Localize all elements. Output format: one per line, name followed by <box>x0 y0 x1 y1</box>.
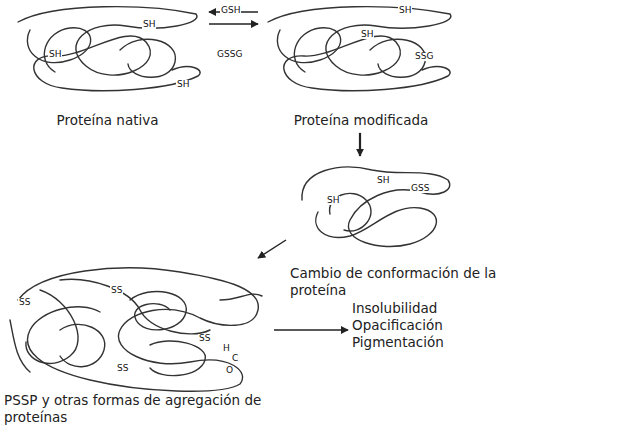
changed-protein-chain <box>302 167 450 246</box>
group-label: SH <box>326 196 340 205</box>
stage-caption: Opacificación <box>352 317 482 334</box>
group-label: SH <box>376 176 390 185</box>
group-label: SH <box>398 6 412 15</box>
stage-caption: Insolubilidad <box>352 300 482 317</box>
stage-caption: Proteína nativa <box>10 112 205 129</box>
stage-caption: Cambio de conformación de la proteína <box>290 265 540 299</box>
aggregate-chain <box>26 279 210 363</box>
protein-stage: InsolubilidadOpacificaciónPigmentación <box>352 300 482 351</box>
group-label: SH <box>48 50 62 59</box>
group-label: SH <box>176 80 190 89</box>
protein-stage: Cambio de conformación de la proteína <box>290 160 630 299</box>
native-protein-loop <box>27 28 90 72</box>
reaction-arrow <box>274 330 348 331</box>
reaction-arrow <box>258 240 286 258</box>
native-protein-chain <box>18 7 200 91</box>
group-label: SS <box>110 286 123 295</box>
group-label: SH <box>142 20 156 29</box>
stage-caption: Proteína modificada <box>262 112 460 129</box>
group-label: GSH <box>220 6 241 15</box>
aggregate-chain <box>10 294 262 372</box>
modified-protein-loop <box>277 28 340 72</box>
protein-stage: Proteína nativa <box>10 0 205 129</box>
aggregate-loop <box>60 324 205 375</box>
group-label: SS <box>116 364 129 373</box>
group-label: GSS <box>410 184 430 193</box>
group-label: SSG <box>414 52 434 61</box>
stage-caption: Pigmentación <box>352 334 482 351</box>
group-label: O <box>225 366 234 375</box>
stage-caption: PSSP y otras formas de agregación de pro… <box>4 392 270 426</box>
group-label: SH <box>360 30 374 39</box>
group-label: SS <box>198 334 211 343</box>
group-label: SS <box>18 298 31 307</box>
group-label: GSSG <box>216 50 243 59</box>
modified-protein-chain <box>268 7 451 91</box>
protein-stage: Proteína modificada <box>262 0 460 129</box>
aggregate-chain <box>18 268 258 391</box>
group-label: C <box>231 354 239 363</box>
reaction-arrow <box>360 133 361 156</box>
aggregate-loop <box>130 291 186 329</box>
native-protein-loop <box>120 39 175 77</box>
group-label: H <box>222 344 231 353</box>
